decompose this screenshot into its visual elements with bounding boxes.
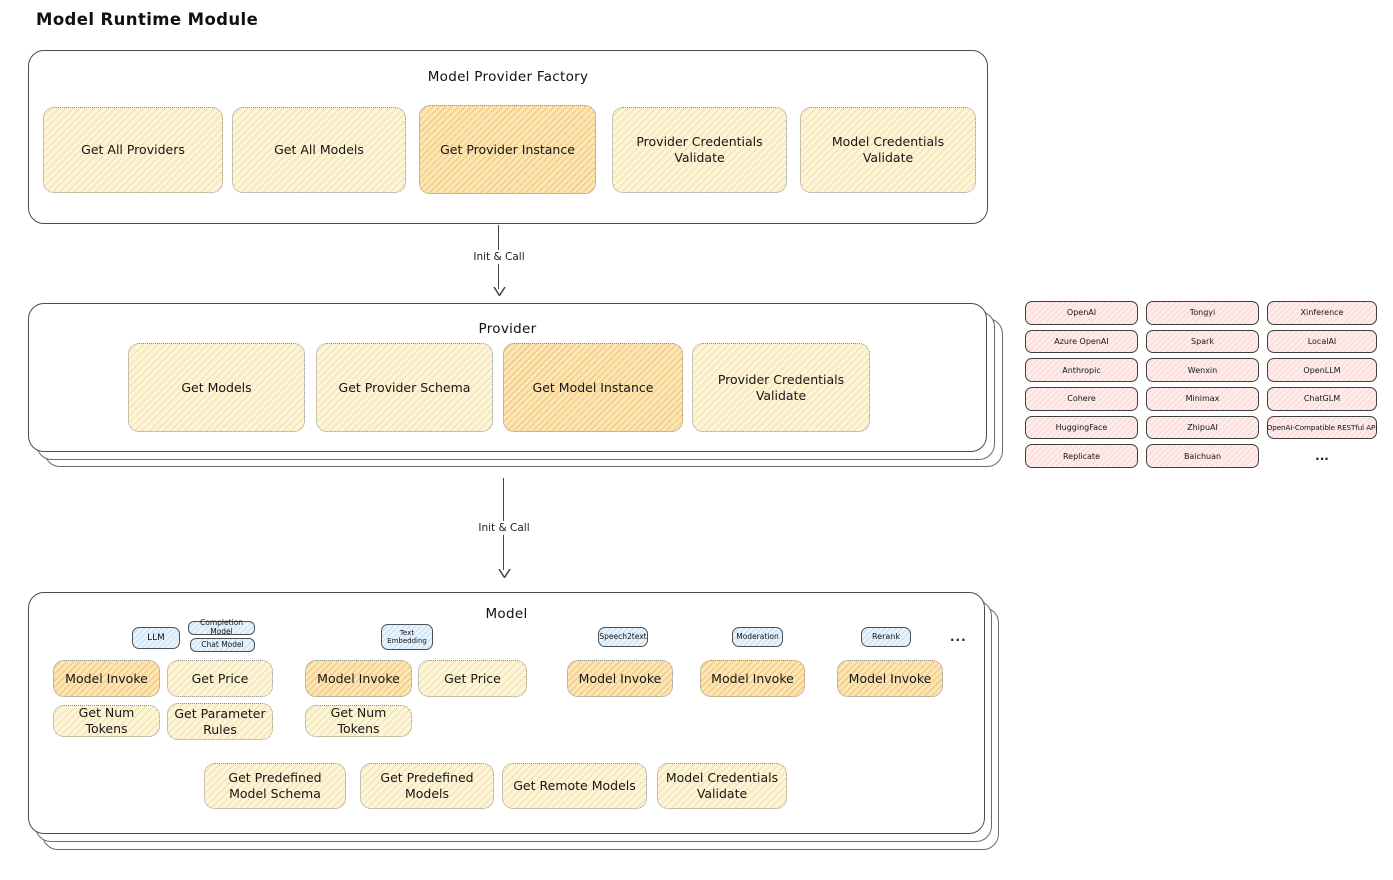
provider-grid-item: Xinference	[1267, 301, 1377, 325]
factory-box-get-all-models: Get All Models	[232, 107, 406, 193]
provider-grid-item: ChatGLM	[1267, 387, 1377, 411]
provider-grid-item: OpenAI-Compatible RESTful API	[1267, 415, 1377, 440]
tab-text-embedding: Text Embedding	[381, 624, 433, 650]
model-box-rerank-model-invoke: Model Invoke	[837, 660, 943, 697]
factory-title: Model Provider Factory	[427, 69, 589, 85]
model-box-te-get-num-tokens: Get Num Tokens	[305, 705, 412, 737]
tab-completion-model: Completion Model	[188, 619, 255, 636]
provider-grid-more: ...	[1315, 449, 1329, 464]
provider-grid-item: OpenAI	[1025, 301, 1138, 325]
provider-grid-item: Wenxin	[1146, 358, 1259, 382]
model-box-llm-get-num-tokens: Get Num Tokens	[53, 705, 160, 737]
model-box-model-credentials-validate: Model Credentials Validate	[657, 763, 787, 809]
model-box-te-get-price: Get Price	[418, 660, 527, 697]
model-title: Model	[485, 606, 528, 622]
tab-llm: LLM	[132, 627, 180, 649]
provider-grid-item: OpenLLM	[1267, 358, 1377, 382]
provider-grid-item: LocalAI	[1267, 329, 1377, 354]
tab-moderation: Moderation	[732, 627, 783, 647]
factory-box-get-all-providers: Get All Providers	[43, 107, 223, 193]
model-box-llm-get-price: Get Price	[167, 660, 273, 697]
page-title: Model Runtime Module	[36, 10, 259, 29]
provider-grid-item: Replicate	[1025, 444, 1138, 468]
provider-box-get-model-instance: Get Model Instance	[503, 343, 683, 432]
model-box-llm-model-invoke: Model Invoke	[53, 660, 160, 697]
provider-grid-item: HuggingFace	[1025, 415, 1138, 440]
provider-grid-item: Minimax	[1146, 387, 1259, 411]
factory-box-get-provider-instance: Get Provider Instance	[419, 105, 596, 194]
provider-grid-item: Baichuan	[1146, 444, 1259, 468]
provider-box-get-provider-schema: Get Provider Schema	[316, 343, 493, 432]
provider-grid-item: Tongyi	[1146, 301, 1259, 325]
init-call-label-1: Init & Call	[468, 250, 530, 264]
arrowhead-down-icon	[492, 287, 506, 296]
provider-box-get-models: Get Models	[128, 343, 305, 432]
model-tabs-more: ...	[950, 630, 967, 644]
provider-title: Provider	[478, 321, 537, 337]
model-box-get-predefined-model-schema: Get Predefined Model Schema	[204, 763, 346, 809]
provider-grid-item: Spark	[1146, 329, 1259, 354]
provider-grid-item: ZhipuAI	[1146, 415, 1259, 440]
tab-chat-model: Chat Model	[190, 638, 255, 652]
provider-grid: OpenAI Tongyi Xinference Azure OpenAI Sp…	[1025, 301, 1377, 468]
provider-grid-item: Cohere	[1025, 387, 1138, 411]
factory-box-model-credentials-validate: Model Credentials Validate	[800, 107, 976, 193]
init-call-label-2: Init & Call	[473, 521, 535, 535]
provider-grid-item: Anthropic	[1025, 358, 1138, 382]
model-box-te-model-invoke: Model Invoke	[305, 660, 412, 697]
model-box-moderation-model-invoke: Model Invoke	[700, 660, 805, 697]
tab-rerank: Rerank	[861, 627, 911, 647]
factory-box-provider-credentials-validate: Provider Credentials Validate	[612, 107, 787, 193]
model-box-get-predefined-models: Get Predefined Models	[360, 763, 494, 809]
arrowhead-down-icon	[497, 569, 511, 578]
provider-grid-item: Azure OpenAI	[1025, 329, 1138, 354]
provider-box-provider-credentials-validate: Provider Credentials Validate	[692, 343, 870, 432]
model-box-llm-get-parameter-rules: Get Parameter Rules	[167, 703, 273, 740]
model-box-get-remote-models: Get Remote Models	[502, 763, 647, 809]
model-box-s2t-model-invoke: Model Invoke	[567, 660, 673, 697]
tab-speech2text: Speech2text	[598, 627, 648, 647]
